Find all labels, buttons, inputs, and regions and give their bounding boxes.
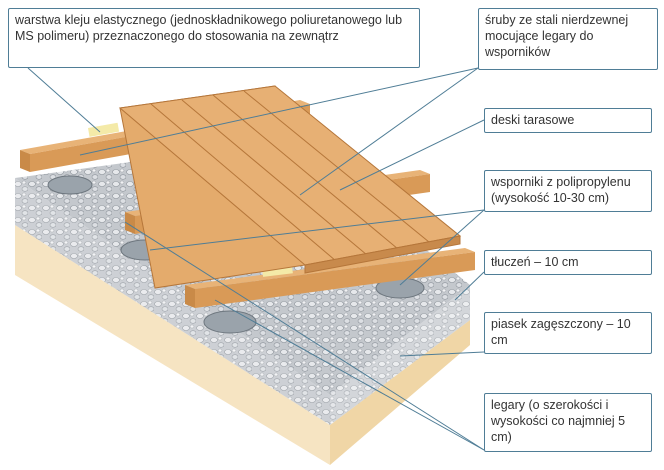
gravel-front [15, 178, 330, 425]
label-adhesive-layer: warstwa kleju elastycznego (jednoskładni… [8, 8, 420, 68]
sand-layer [15, 225, 330, 465]
sand-layer-side [330, 320, 470, 465]
pedestal [47, 175, 93, 195]
label-joists: legary (o szerokości i wysokości co naj­… [484, 393, 652, 452]
gravel-side [330, 285, 470, 425]
label-deck-boards: deski tarasowe [484, 108, 652, 133]
label-pedestals: wsporniki z polipropylenu (wysokość 10-3… [484, 170, 652, 212]
label-gravel: tłuczeń – 10 cm [484, 250, 652, 275]
label-sand: piasek zagęszczony – 10 cm [484, 312, 652, 354]
label-stainless-screws: śruby ze stali nie­rdzewnej mocujące leg… [478, 8, 658, 70]
leader-lines [27, 67, 485, 451]
pedestal [203, 310, 257, 334]
